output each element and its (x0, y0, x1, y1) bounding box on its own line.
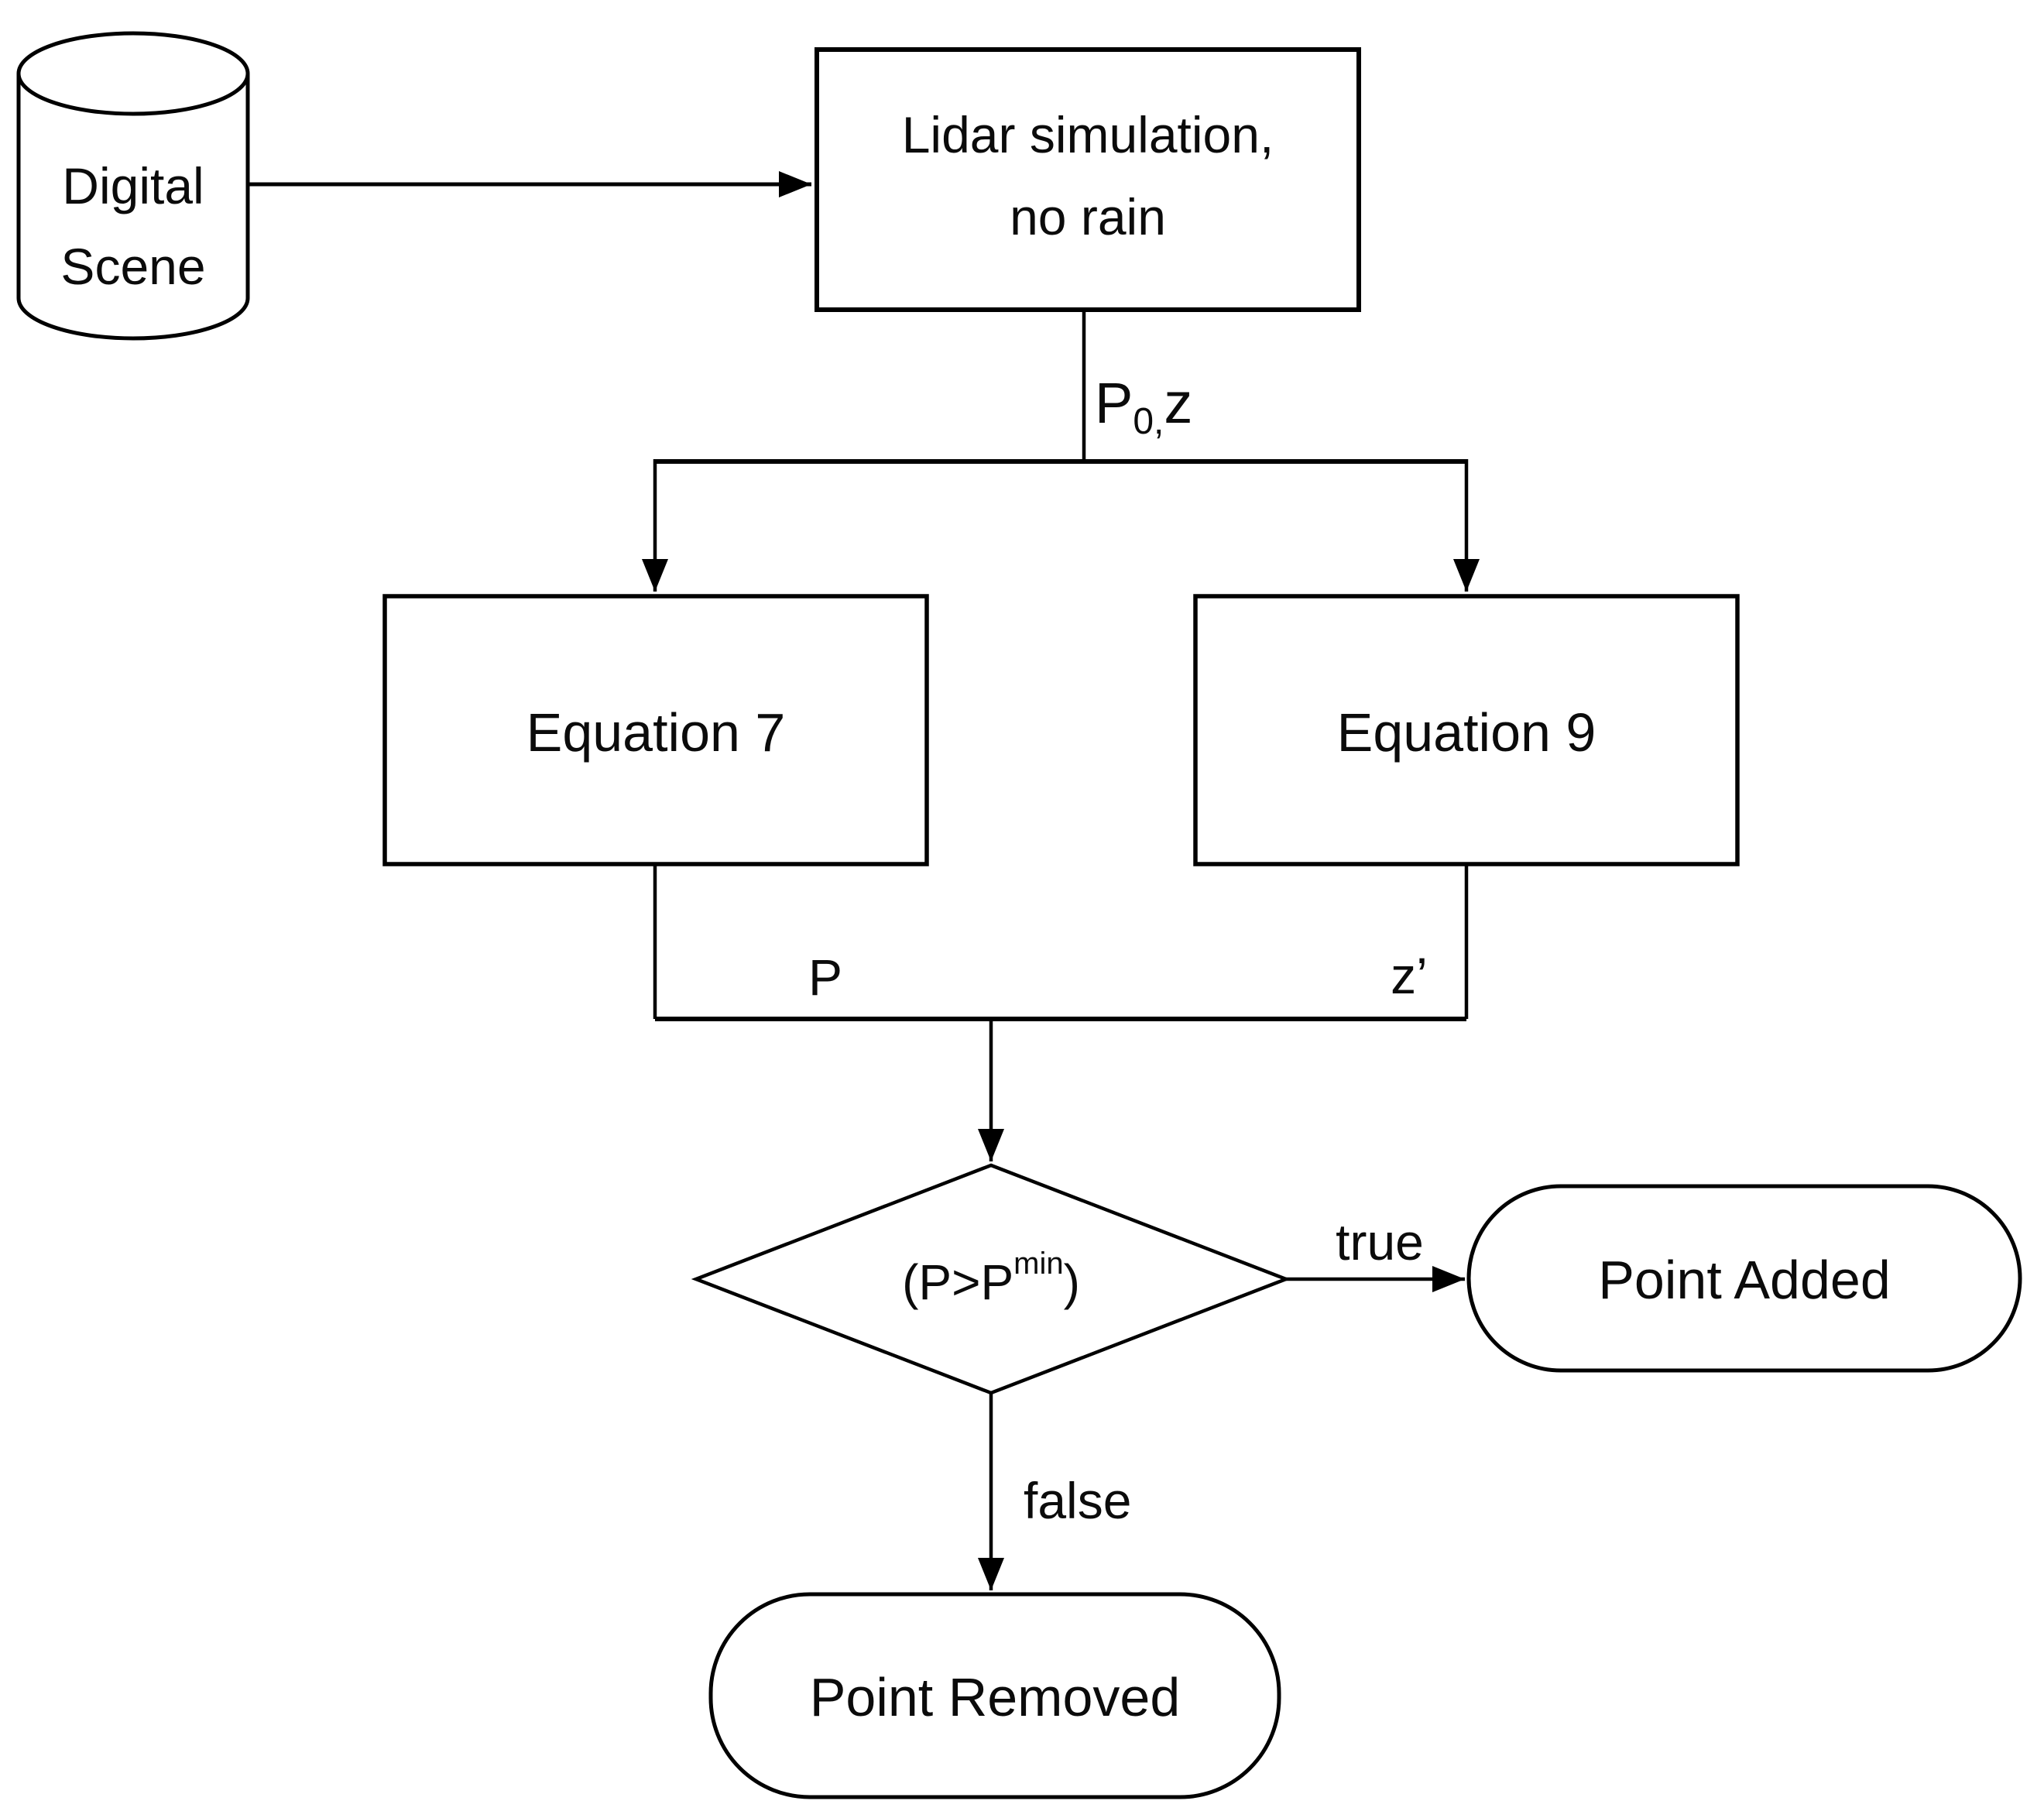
decision-suffix: ) (1064, 1254, 1080, 1310)
shape-layer (16, 31, 2022, 1799)
point-added-node (1466, 1184, 2022, 1373)
point-removed-node (708, 1592, 1281, 1799)
edge-layer (248, 171, 1480, 1590)
edge-label-true: true (1336, 1213, 1424, 1271)
p0z-base: P (1095, 371, 1133, 435)
edge-label-zprime: z’ (1391, 947, 1428, 1004)
decision-superscript: min (1013, 1247, 1063, 1281)
label-layer: Digital Scene Lidar simulation, no rain … (60, 106, 1890, 1727)
edge-label-p0z: P0,z (1095, 371, 1192, 442)
lidar-simulation-label-line1: Lidar simulation, (902, 106, 1274, 163)
decision-node (691, 1163, 1291, 1395)
edge-label-false: false (1024, 1472, 1131, 1529)
digital-scene-node (16, 31, 250, 341)
point-removed-label: Point Removed (810, 1667, 1181, 1727)
decision-prefix: (P>P (902, 1254, 1013, 1310)
digital-scene-label-line2: Scene (60, 238, 205, 295)
equation7-label: Equation 7 (526, 702, 786, 763)
p0z-subscript: 0, (1133, 401, 1164, 442)
equation7-node (382, 594, 929, 866)
cylinder-body (16, 74, 250, 341)
digital-scene-label-line1: Digital (62, 157, 204, 214)
decision-label: (P>Pmin) (902, 1247, 1080, 1310)
point-added-label: Point Added (1598, 1250, 1891, 1310)
p0z-tail: z (1164, 371, 1192, 435)
edge-label-p: P (808, 948, 842, 1006)
equation9-label: Equation 9 (1337, 702, 1596, 763)
lidar-simulation-node (815, 47, 1361, 312)
cylinder-top (16, 31, 250, 116)
equation9-node (1193, 594, 1740, 866)
lidar-simulation-label-line2: no rain (1010, 188, 1166, 245)
